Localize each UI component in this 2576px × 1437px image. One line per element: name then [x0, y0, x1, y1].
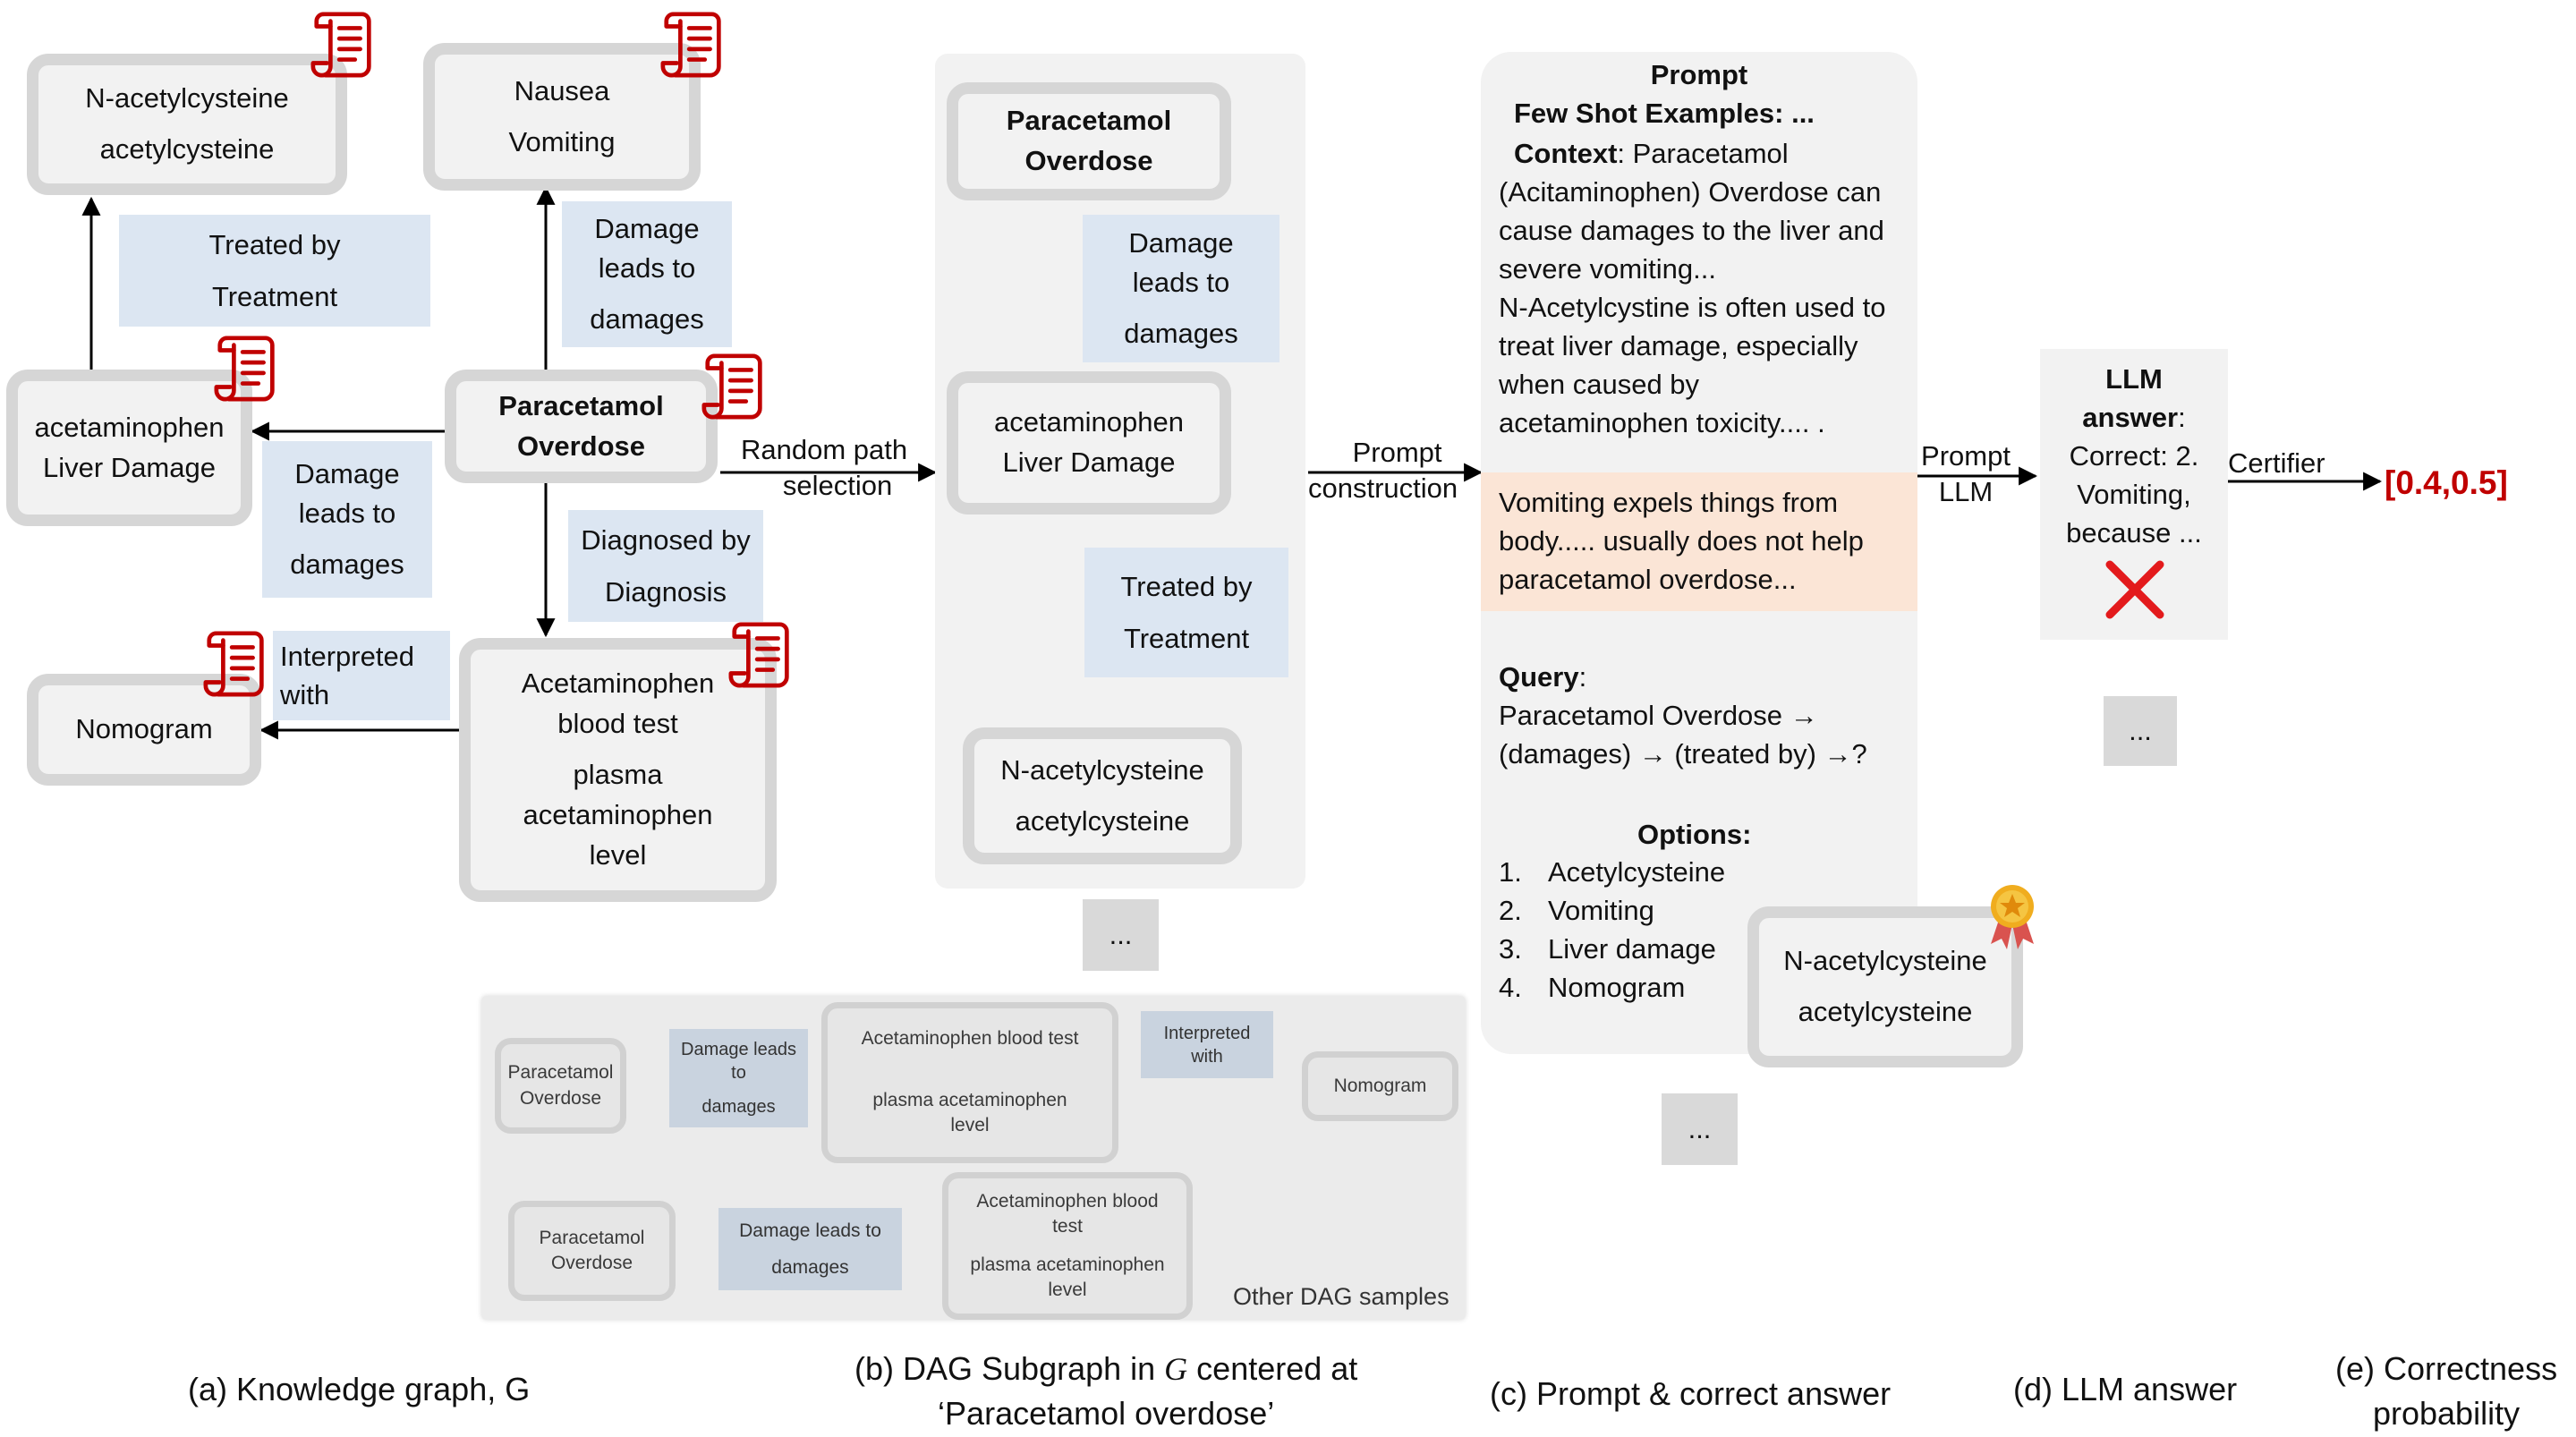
scroll-icon — [214, 336, 275, 402]
other-label-damage-1: Damage leads to damages — [669, 1029, 808, 1127]
other-label-damage-2: Damage leads to damages — [718, 1208, 902, 1290]
dag-node-liver-damage: acetaminophen Liver Damage — [947, 371, 1231, 514]
caption-a: (a) Knowledge graph, G — [188, 1371, 531, 1407]
other-node-paracetamol-1: Paracetamol Overdose — [495, 1038, 626, 1134]
other-node-paracetamol-2: Paracetamol Overdose — [508, 1201, 676, 1301]
prompt-options: 1.Acetylcysteine 2.Vomiting 3.Liver dama… — [1499, 856, 1726, 1003]
caption-d: (d) LLM answer — [2013, 1371, 2238, 1407]
llm-more-dots: ... — [2104, 696, 2177, 766]
other-node-nomogram: Nomogram — [1302, 1051, 1458, 1121]
kg-node-liver-damage: acetaminophen Liver Damage — [6, 370, 252, 526]
other-node-bloodtest-1: Acetaminophen blood test plasma acetamin… — [821, 1002, 1118, 1163]
other-dag-caption: Other DAG samples — [1233, 1283, 1450, 1310]
dag-node-paracetamol: Paracetamol Overdose — [947, 82, 1231, 200]
prompt-llm-label: Prompt LLM — [1921, 440, 2011, 508]
result-probability: [0.4,0.5] — [2385, 464, 2508, 501]
prompt-correct-answer: N-acetylcysteine acetylcysteine — [1747, 906, 2023, 1067]
kg-node-nausea: Nausea Vomiting — [423, 43, 701, 191]
kg-label-damage-left: Damage leads to damages — [262, 441, 432, 598]
kg-node-n-acetylcysteine: N-acetylcysteine acetylcysteine — [27, 54, 347, 195]
certifier-label: Certifier — [2228, 447, 2325, 479]
prompt-query: Query: Paracetamol Overdose → (damages) … — [1499, 661, 1867, 770]
other-node-bloodtest-2: Acetaminophen blood test plasma acetamin… — [942, 1172, 1193, 1320]
prompt-more-dots: ... — [1662, 1093, 1738, 1165]
award-medal-icon — [1991, 885, 2034, 949]
scroll-icon — [660, 12, 721, 78]
other-label-interpreted: Interpreted with — [1141, 1011, 1273, 1078]
scroll-icon — [728, 622, 789, 688]
kg-label-treated-by: Treated by Treatment — [119, 215, 430, 327]
scroll-icon — [203, 631, 264, 697]
llm-answer-box: LLM answer: Correct: 2. Vomiting, becaus… — [2040, 349, 2228, 640]
kg-node-blood-test: Acetaminophen blood test plasma acetamin… — [459, 638, 777, 902]
caption-b: (b) DAG Subgraph in G centered at ‘Parac… — [854, 1350, 1358, 1433]
scroll-icon — [310, 12, 371, 78]
prompt-title: Prompt — [1650, 59, 1748, 90]
dag-label-damage: Damage leads to damages — [1083, 215, 1279, 362]
kg-label-diagnosed-by: Diagnosed by Diagnosis — [568, 510, 763, 622]
caption-e: (e) Correctness probability — [2335, 1350, 2558, 1433]
x-mark-icon — [2105, 560, 2164, 619]
scroll-icon — [701, 353, 762, 420]
dag-more-dots: ... — [1083, 899, 1159, 971]
prompt-construction-label: Prompt construction — [1308, 437, 1458, 505]
kg-label-interpreted-with: Interpreted with — [273, 631, 450, 720]
prompt-options-title: Options: — [1637, 819, 1752, 850]
kg-label-damage-up: Damage leads to damages — [562, 201, 732, 347]
kg-node-paracetamol-overdose: Paracetamol Overdose — [445, 370, 718, 483]
caption-c: (c) Prompt & correct answer — [1490, 1375, 1892, 1412]
dag-label-treated: Treated by Treatment — [1084, 548, 1288, 677]
dag-node-n-acetylcysteine: N-acetylcysteine acetylcysteine — [963, 727, 1242, 864]
random-path-label: Random path selection — [741, 434, 908, 502]
prompt-context: Context: Paracetamol (Acitaminophen) Ove… — [1499, 138, 1886, 438]
prompt-few-shot: Few Shot Examples: ... — [1514, 98, 1815, 129]
prompt-distractor: Vomiting expels things from body..... us… — [1481, 472, 1917, 611]
